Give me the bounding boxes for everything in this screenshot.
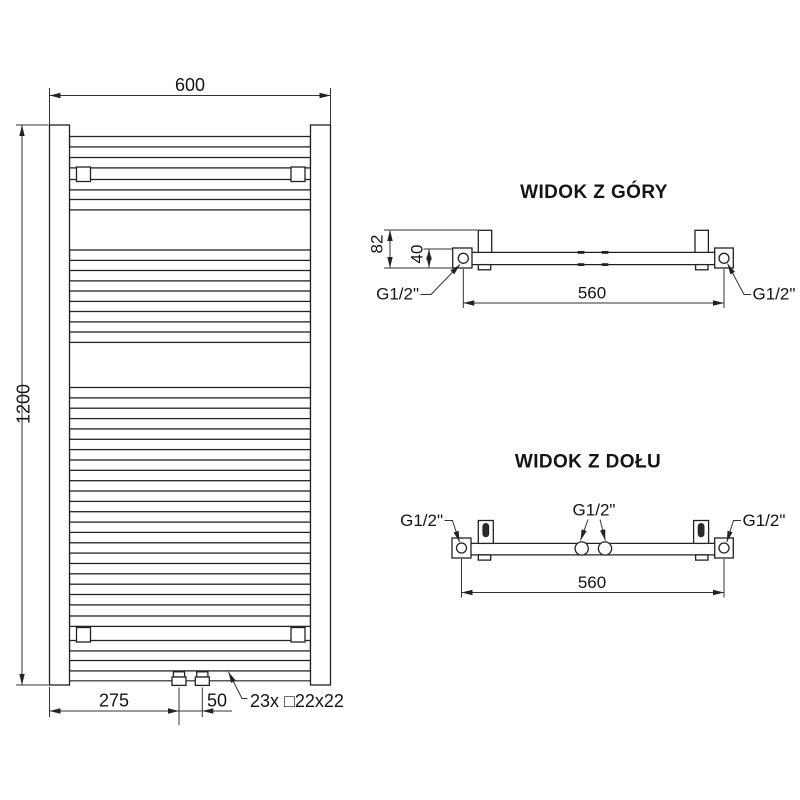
dim-connections-560-bottom: 560 — [461, 559, 725, 598]
thread-hole-right — [718, 252, 730, 264]
thread-left-label: G1/2" — [400, 511, 443, 530]
thread-label-center: G1/2" — [573, 501, 616, 541]
leader-line — [727, 263, 751, 295]
dim-connections-label: 560 — [578, 573, 606, 592]
dim-connections-label: 560 — [578, 284, 606, 303]
wall-bracket-bottom-right — [290, 626, 306, 643]
wall-bracket-top-left — [75, 166, 92, 183]
radiator-rung — [68, 386, 312, 399]
radiator-rung — [68, 331, 312, 344]
valve-fitting-left — [171, 671, 187, 687]
bracket-tab-right — [694, 554, 709, 561]
leader-line — [228, 671, 248, 699]
radiator-rung — [68, 135, 312, 148]
dim-width-label: 600 — [175, 75, 205, 95]
dim-axis-40: 40 — [408, 245, 452, 268]
valve-fitting-right — [194, 671, 210, 687]
bracket-tab-left — [477, 263, 492, 271]
thread-hole-left — [455, 542, 468, 554]
radiator-rung — [68, 659, 312, 672]
radiator-rung — [68, 469, 312, 482]
leader-line — [599, 519, 606, 541]
thread-left-label: G1/2" — [376, 285, 419, 304]
bracket-slot-left — [482, 523, 490, 538]
radiator-rung — [68, 490, 312, 503]
wall-bracket-right — [694, 229, 710, 254]
top-view-body — [452, 229, 734, 271]
radiator-rung — [68, 573, 312, 585]
dim-connections-560-top: 560 — [462, 269, 725, 308]
radiator-rung — [68, 593, 312, 606]
radiator-rung — [68, 428, 312, 440]
dim-height: 1200 — [14, 124, 49, 686]
leader-line — [444, 520, 460, 543]
radiator-rung — [68, 448, 312, 461]
radiator-rung — [68, 178, 312, 191]
thread-label-left: G1/2" — [400, 511, 460, 543]
top-view: WIDOK Z GÓRY 82 — [368, 181, 796, 308]
dim-offset-label: 275 — [99, 691, 129, 711]
collector-right — [309, 124, 332, 686]
thread-label-left: G1/2" — [376, 264, 461, 304]
radiator-rung — [68, 639, 312, 652]
leader-line — [420, 264, 461, 295]
thread-label-right: G1/2" — [727, 263, 796, 304]
wall-bracket-bottom-left — [75, 626, 92, 643]
thread-label-right: G1/2" — [726, 511, 786, 543]
dim-depth-82: 82 — [368, 229, 478, 269]
radiator-rung — [68, 269, 312, 282]
thread-right-label: G1/2" — [743, 511, 786, 530]
fitting-body — [194, 676, 210, 687]
leader-line — [726, 520, 741, 543]
center-connection-right — [597, 541, 613, 556]
thread-center-label: G1/2" — [573, 501, 616, 520]
wall-bracket-top-right — [290, 166, 306, 183]
dim-axis-label: 40 — [408, 245, 427, 264]
fitting-cap — [172, 671, 186, 678]
radiator-rung — [68, 310, 312, 323]
radiator-rung — [68, 552, 312, 565]
bracket-slot-right — [697, 523, 705, 538]
radiator-rung — [68, 531, 312, 544]
radiator-rung — [68, 615, 312, 628]
rungs — [68, 135, 312, 672]
bottom-view-body — [451, 519, 734, 561]
dim-depth-label: 82 — [368, 235, 387, 254]
bracket-tab-left — [477, 554, 492, 561]
radiator-rung — [68, 290, 312, 303]
radiator-rung — [68, 407, 312, 420]
radiator-rung — [68, 249, 312, 262]
dim-spacing-label: 50 — [207, 691, 227, 711]
thread-hole-right — [718, 542, 730, 554]
dim-bottom-offsets: 275 50 — [49, 687, 232, 725]
radiator-rung — [68, 511, 312, 523]
radiator-rung — [68, 156, 312, 169]
rung-annotation: 23x □22x22 — [228, 671, 344, 711]
radiator-body — [48, 124, 332, 687]
front-view: 600 1200 275 50 23x □22x22 — [14, 75, 344, 725]
top-view-title: WIDOK Z GÓRY — [520, 181, 668, 203]
thread-right-label: G1/2" — [753, 285, 796, 304]
center-connection-left — [574, 541, 589, 556]
bracket-tab-right — [694, 263, 709, 271]
rungs-note-label: 23x □22x22 — [250, 691, 344, 711]
bottom-view: WIDOK Z DOŁU G1/2" G1 — [400, 452, 785, 598]
leader-line — [580, 519, 589, 541]
thread-hole-left — [457, 252, 469, 264]
collector-left — [48, 124, 71, 686]
radiator-rung — [68, 198, 312, 211]
fitting-body — [171, 676, 187, 687]
bottom-view-title: WIDOK Z DOŁU — [515, 452, 661, 473]
wall-bracket-left — [477, 229, 493, 254]
dim-width: 600 — [49, 75, 331, 125]
fitting-cap — [196, 671, 209, 678]
dim-height-label: 1200 — [14, 384, 34, 424]
